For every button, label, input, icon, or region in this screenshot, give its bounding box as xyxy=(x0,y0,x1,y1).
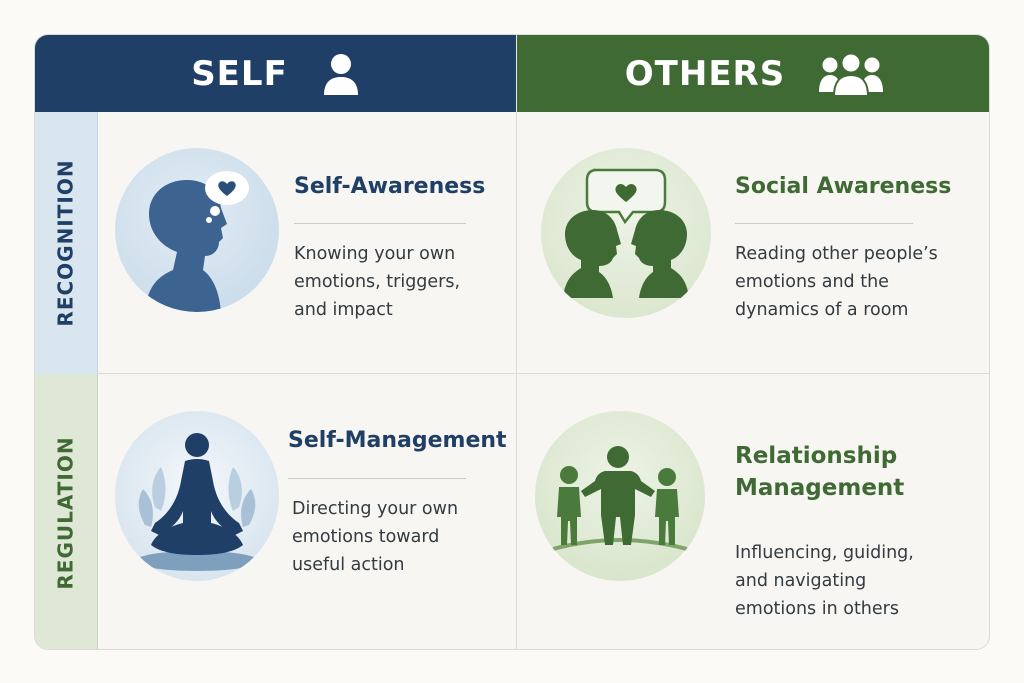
header-others: OTHERS xyxy=(517,35,989,112)
desc-line: emotions toward xyxy=(292,527,440,547)
row-label-recognition: RECOGNITION xyxy=(35,112,98,374)
desc-line: Reading other people’s xyxy=(735,244,938,264)
head-with-heart-thought-icon xyxy=(115,148,279,312)
meditating-person-icon xyxy=(115,411,279,581)
person-icon xyxy=(323,53,358,95)
desc-line: emotions and the xyxy=(735,272,889,292)
desc-line: Influencing, guiding, xyxy=(735,543,914,563)
social-awareness-title: Social Awareness xyxy=(735,174,952,199)
desc-line: and navigating xyxy=(735,571,867,591)
group-icon xyxy=(819,52,884,96)
self-management-title: Self-Management xyxy=(288,428,507,453)
quadrant-self-awareness: Self-Awareness Knowing your own emotions… xyxy=(35,35,516,373)
title-line: Management xyxy=(735,475,905,501)
desc-line: dynamics of a room xyxy=(735,300,909,320)
grid-divider-vertical xyxy=(516,112,517,649)
header-others-label: OTHERS xyxy=(624,53,786,94)
self-awareness-description: Knowing your own emotions, triggers, and… xyxy=(294,240,460,324)
desc-line: useful action xyxy=(292,555,405,575)
eq-quadrant-diagram: SELF OTHERS RECOGNITION REGULATION xyxy=(34,34,990,650)
self-awareness-title: Self-Awareness xyxy=(294,174,486,199)
relationship-management-description: Influencing, guiding, and navigating emo… xyxy=(735,539,914,623)
relationship-management-title: Relationship Management xyxy=(735,440,904,504)
desc-line: Directing your own xyxy=(292,499,459,519)
grid-divider-horizontal xyxy=(97,373,989,374)
quadrant-self-management: Self-Management Directing your own emoti… xyxy=(35,374,516,649)
self-awareness-divider xyxy=(294,223,466,224)
quadrant-relationship-management: Relationship Management Influencing, gui… xyxy=(517,374,989,649)
desc-line: emotions, triggers, xyxy=(294,272,461,292)
desc-line: Knowing your own xyxy=(294,244,456,264)
header-self-label: SELF xyxy=(191,53,288,94)
three-people-group-icon xyxy=(535,411,705,581)
desc-line: and impact xyxy=(294,300,393,320)
header-self: SELF xyxy=(35,35,516,112)
desc-line: emotions in others xyxy=(735,599,899,619)
header-divider xyxy=(516,35,517,112)
self-management-divider xyxy=(288,478,466,479)
quadrant-social-awareness: Social Awareness Reading other people’s … xyxy=(517,35,989,373)
row-label-regulation: REGULATION xyxy=(35,374,98,649)
self-management-description: Directing your own emotions toward usefu… xyxy=(292,495,458,579)
title-line: Relationship xyxy=(735,443,898,469)
two-heads-with-heart-bubble-icon xyxy=(541,148,711,318)
social-awareness-divider xyxy=(735,223,913,224)
social-awareness-description: Reading other people’s emotions and the … xyxy=(735,240,938,324)
